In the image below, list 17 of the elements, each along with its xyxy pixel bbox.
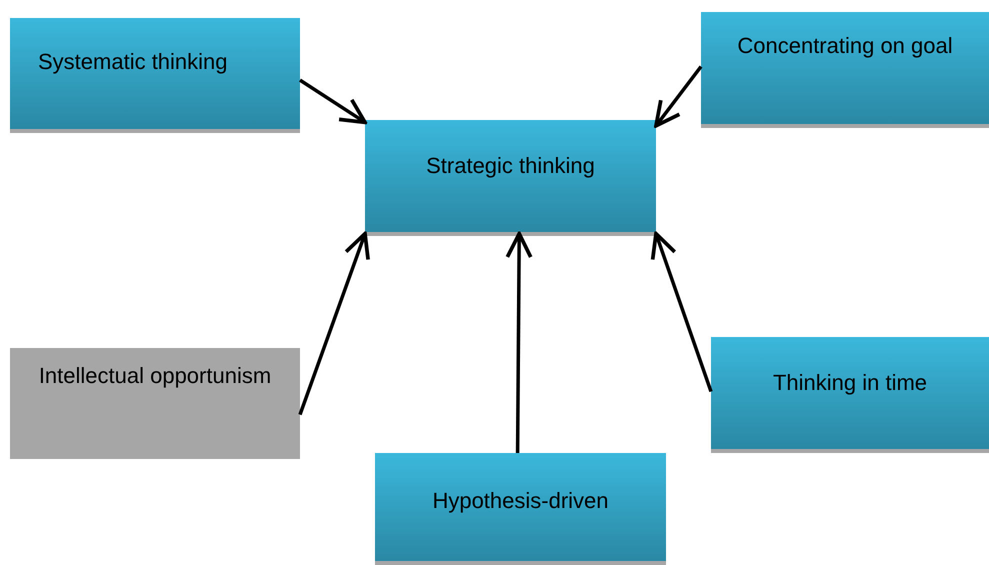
arrow	[506, 232, 533, 454]
box-label: Strategic thinking	[425, 152, 596, 180]
box-label: Intellectual opportunism	[38, 362, 272, 390]
box-label: Thinking in time	[772, 369, 928, 397]
box-label: Systematic thinking	[37, 48, 229, 76]
process-box	[375, 453, 666, 565]
process-box	[711, 337, 989, 453]
box-label: Concentrating on goal	[736, 32, 954, 60]
arrow	[650, 232, 713, 392]
process-box	[701, 12, 989, 128]
arrow	[654, 65, 702, 128]
process-box	[10, 18, 300, 133]
arrow	[298, 232, 370, 416]
arrow	[299, 78, 367, 124]
process-box	[10, 348, 300, 459]
process-box	[365, 120, 656, 236]
box-label: Hypothesis-driven	[431, 487, 610, 515]
